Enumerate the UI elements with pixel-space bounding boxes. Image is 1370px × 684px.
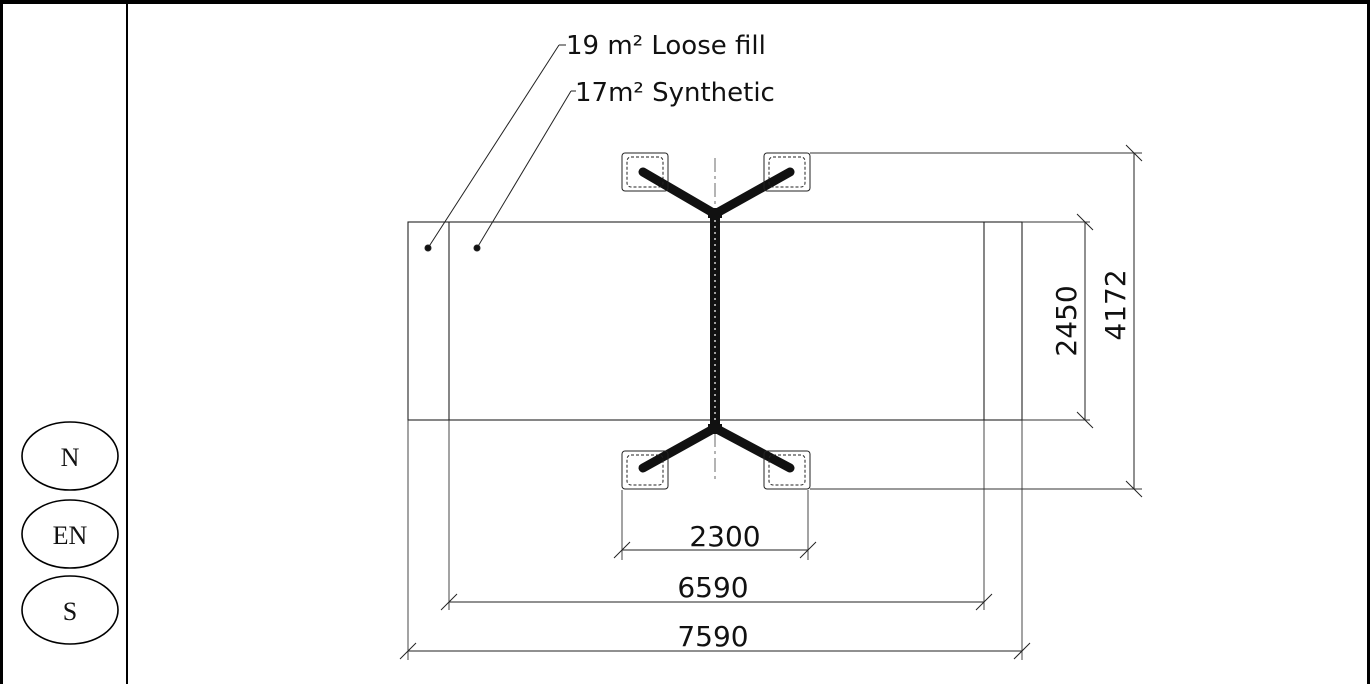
dimension-total-width: 4172	[1099, 269, 1132, 340]
swing-top-beam	[710, 212, 720, 430]
dimension-synthetic-length: 6590	[677, 571, 748, 604]
swing-seat-top-left	[621, 152, 669, 192]
top-left-leg	[638, 167, 720, 219]
horizontal-dimensions	[399, 541, 1031, 660]
badge-n-label: N	[61, 443, 80, 472]
top-right-leg	[710, 167, 795, 219]
bottom-left-leg	[638, 423, 720, 473]
swing-seat-bottom-left	[621, 450, 669, 490]
extension-lines	[407, 152, 1142, 660]
synthetic-callout: 17m² Synthetic	[575, 78, 775, 108]
bottom-right-leg	[710, 423, 795, 473]
standard-badge-s: S	[21, 575, 119, 645]
swing-seat-bottom-right	[763, 450, 811, 490]
badge-s-label: S	[63, 597, 77, 626]
badge-en-label: EN	[53, 521, 88, 550]
standard-badge-n: N	[21, 421, 119, 491]
synthetic-leader-dot	[473, 244, 481, 252]
swing-structure	[621, 152, 811, 490]
dimension-seat-span: 2300	[689, 520, 760, 553]
swing-seat-top-right	[763, 152, 811, 192]
vertical-dimensions	[1076, 144, 1143, 498]
loose-fill-leader-dot	[424, 244, 432, 252]
loose-fill-callout: 19 m² Loose fill	[566, 31, 766, 61]
dimension-total-length: 7590	[677, 620, 748, 653]
dimension-synthetic-width: 2450	[1050, 285, 1083, 356]
standard-badge-en: EN	[21, 499, 119, 569]
callout-leaders	[424, 44, 576, 252]
